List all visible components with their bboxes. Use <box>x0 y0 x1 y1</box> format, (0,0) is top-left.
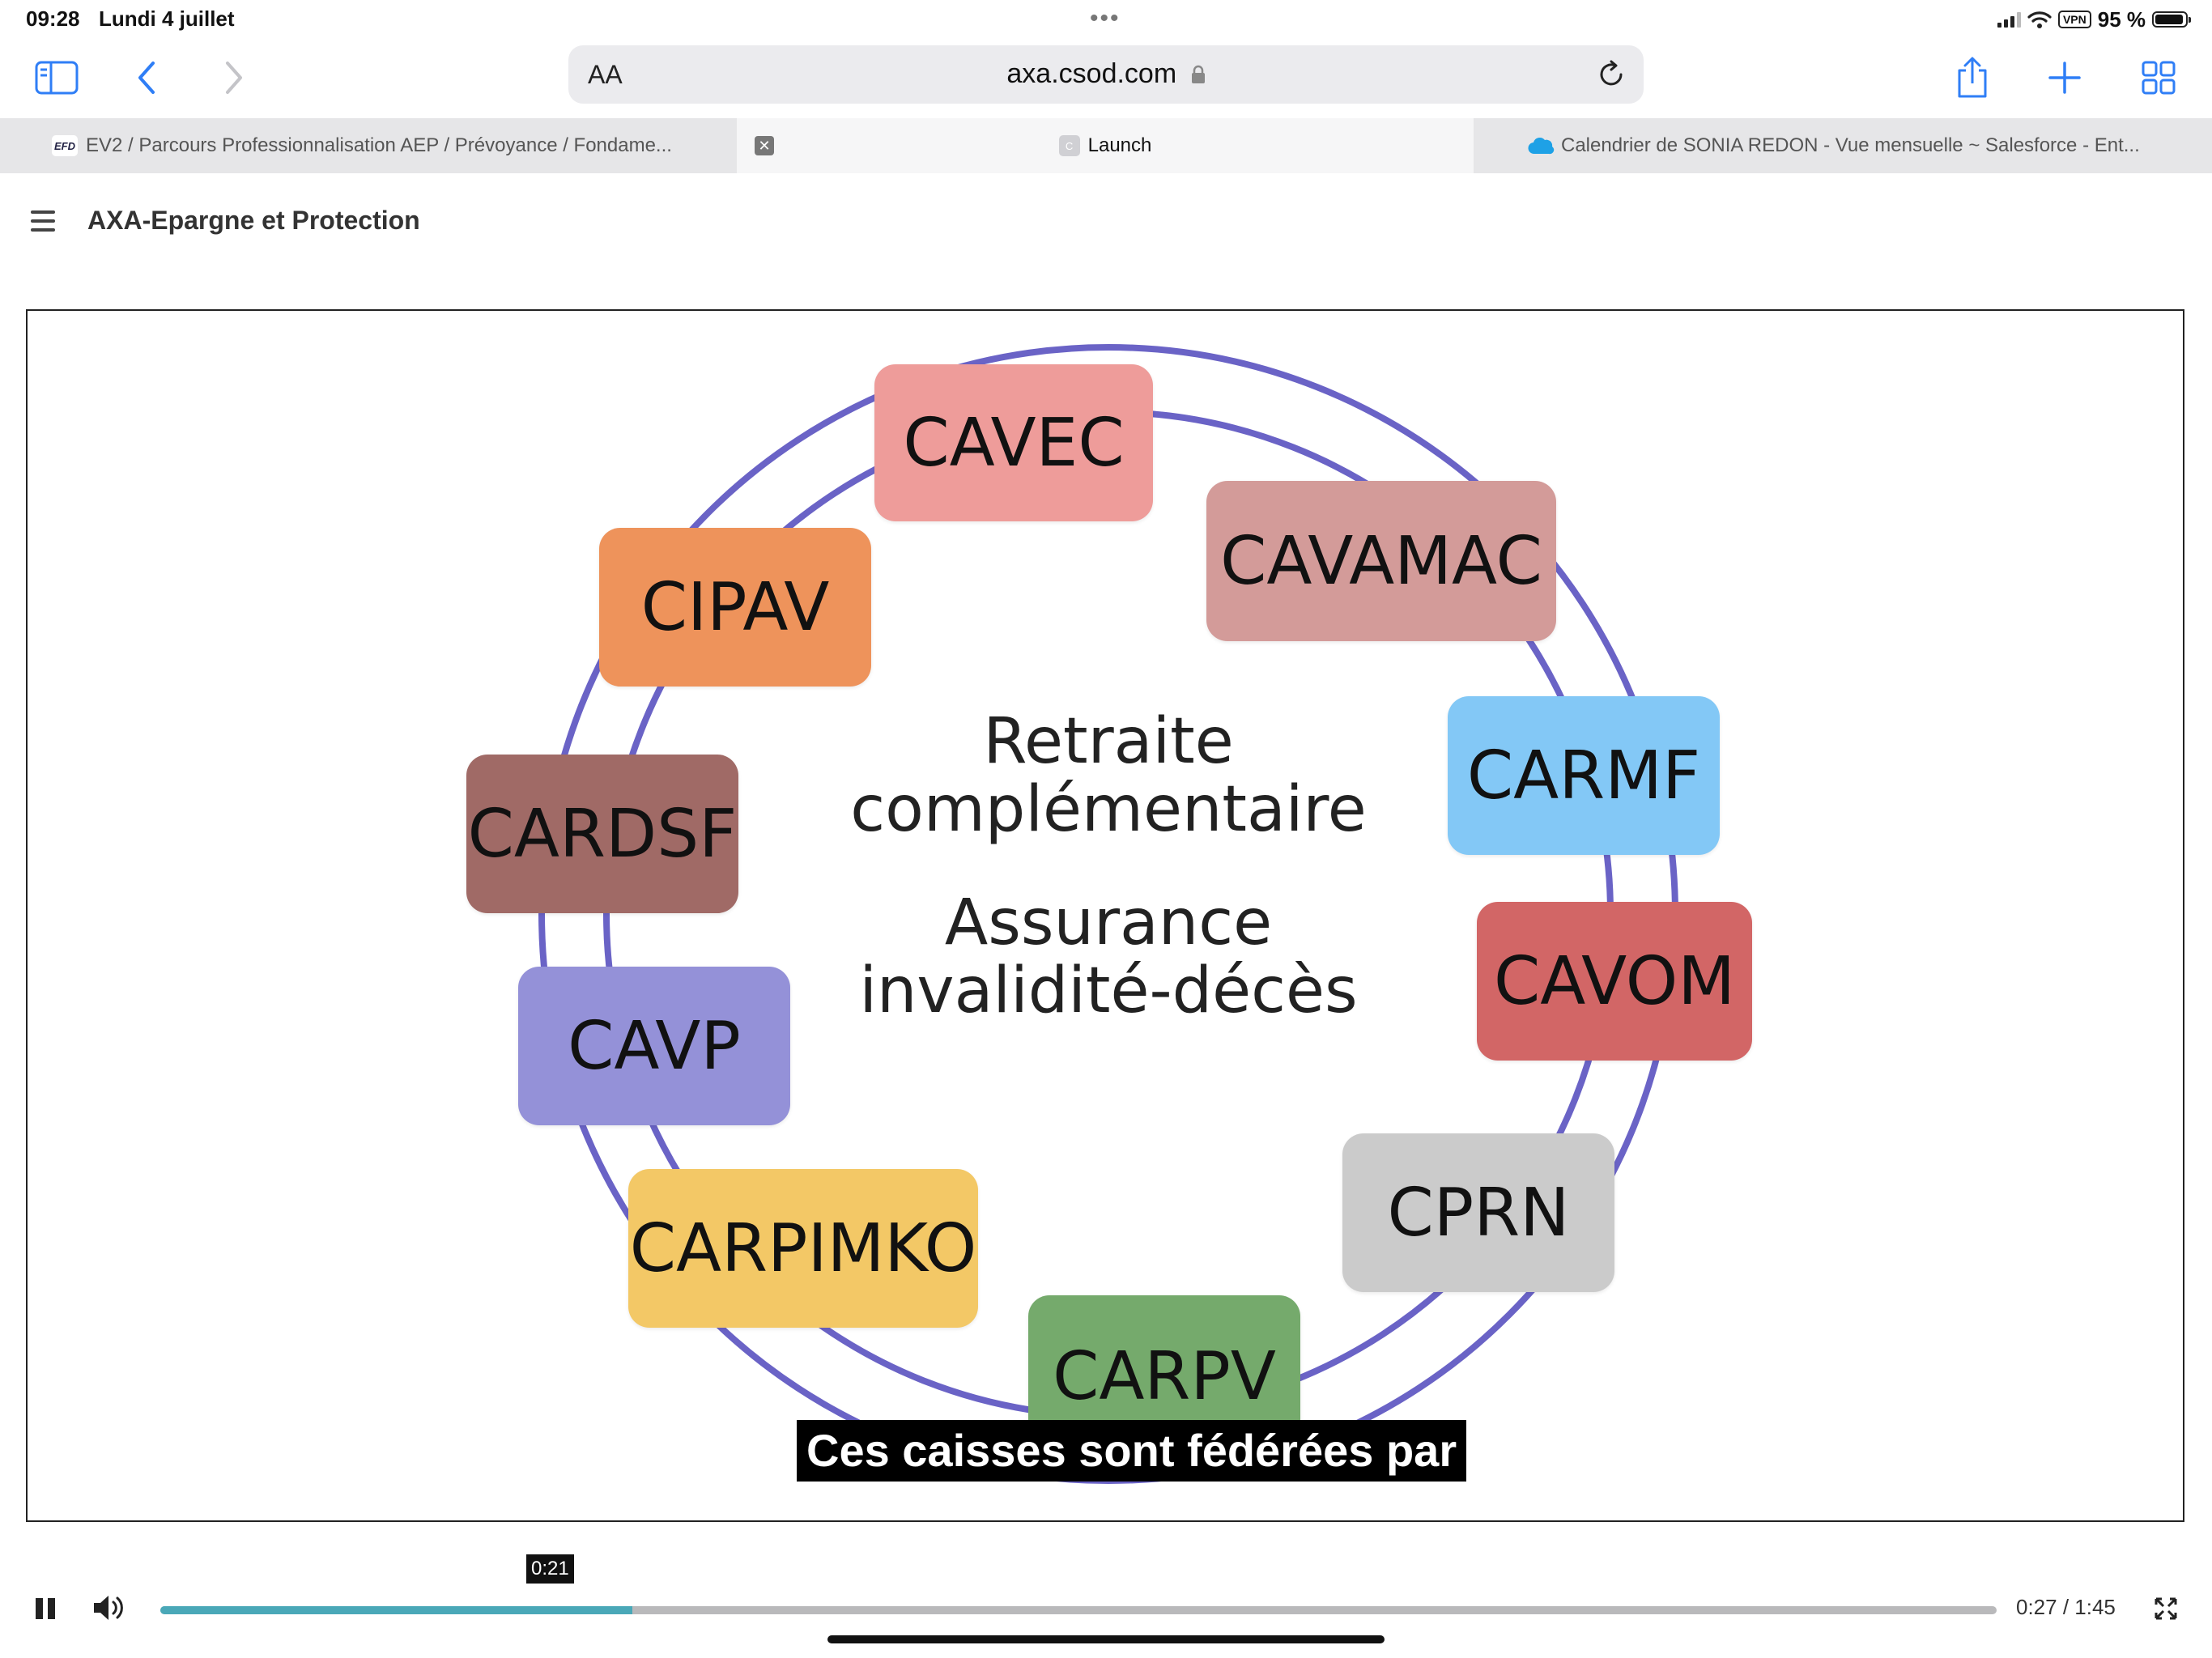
node-cipav: CIPAV <box>599 528 871 687</box>
page-title: AXA-Epargne et Protection <box>87 206 420 235</box>
node-carmf: CARMF <box>1448 696 1720 855</box>
multitasking-dots-icon[interactable]: ••• <box>1090 5 1121 32</box>
forward-icon[interactable] <box>209 55 257 100</box>
hamburger-menu-icon[interactable] <box>31 210 55 232</box>
status-right: VPN 95 % <box>1997 6 2191 32</box>
efd-favicon-icon: EFD <box>52 135 78 156</box>
status-date: Lundi 4 juillet <box>99 6 235 31</box>
node-carpimko: CARPIMKO <box>628 1169 978 1328</box>
address-bar[interactable]: AA axa.csod.com <box>568 45 1644 104</box>
new-tab-icon[interactable] <box>2040 55 2089 100</box>
node-cavamac: CAVAMAC <box>1206 481 1556 641</box>
wifi-icon <box>2027 11 2052 28</box>
c-favicon-icon: C <box>1058 135 1080 156</box>
tab-bar: EFD EV2 / Parcours Professionnalisation … <box>0 118 2212 174</box>
tab-label: Calendrier de SONIA REDON - Vue mensuell… <box>1561 134 2140 156</box>
fullscreen-icon[interactable] <box>2154 1596 2178 1621</box>
battery-icon <box>2152 11 2191 28</box>
tab-overview-icon[interactable] <box>2134 55 2183 100</box>
node-cavp: CAVP <box>518 967 790 1125</box>
sidebar-toggle-icon[interactable] <box>32 55 81 100</box>
url-text[interactable]: axa.csod.com <box>568 58 1644 90</box>
tab-label: Launch <box>1087 134 1152 156</box>
pause-icon[interactable] <box>36 1598 57 1619</box>
volume-icon[interactable] <box>91 1592 126 1624</box>
tab-label: EV2 / Parcours Professionnalisation AEP … <box>86 134 672 156</box>
close-tab-icon[interactable]: ✕ <box>755 136 774 155</box>
lock-icon <box>1191 65 1205 83</box>
center-retraite: Retraite complémentaire <box>850 705 1367 846</box>
cellular-signal-icon <box>1997 11 2021 28</box>
player-controls: 0:21 0:27 / 1:45 <box>0 1538 2212 1635</box>
salesforce-cloud-icon <box>1528 137 1555 155</box>
center-assurance: Assurance invalidité-décès <box>859 886 1358 1027</box>
progress-fill <box>160 1606 632 1614</box>
battery-percent: 95 % <box>2097 6 2146 32</box>
video-player[interactable]: CAVEC CAVAMAC CARMF CAVOM CPRN CARPV CAR… <box>26 309 2184 1522</box>
timecode: 0:27 / 1:45 <box>2016 1595 2116 1619</box>
progress-bar[interactable] <box>160 1606 1997 1614</box>
seek-tooltip: 0:21 <box>526 1554 574 1584</box>
status-time: 09:28 <box>26 6 80 31</box>
tab-salesforce[interactable]: Calendrier de SONIA REDON - Vue mensuell… <box>1474 118 2212 173</box>
back-icon[interactable] <box>123 55 172 100</box>
video-subtitle: Ces caisses sont fédérées par <box>797 1420 1467 1482</box>
tab-ev2[interactable]: EFD EV2 / Parcours Professionnalisation … <box>0 118 737 173</box>
node-cavom: CAVOM <box>1477 902 1752 1061</box>
browser-toolbar <box>0 39 2212 117</box>
home-indicator[interactable] <box>827 1635 1385 1643</box>
tab-launch[interactable]: ✕ C Launch <box>737 118 1474 173</box>
vpn-badge: VPN <box>2057 11 2091 28</box>
reload-icon[interactable] <box>1593 57 1629 92</box>
reader-text-size-button[interactable]: AA <box>588 60 623 89</box>
status-bar: 09:28 Lundi 4 juillet ••• VPN 95 % <box>0 0 2212 39</box>
page-header: AXA-Epargne et Protection <box>0 173 2212 270</box>
node-cprn: CPRN <box>1342 1133 1614 1292</box>
node-cardsf: CARDSF <box>466 755 738 913</box>
share-icon[interactable] <box>1948 55 1997 100</box>
node-cavec: CAVEC <box>874 364 1153 521</box>
